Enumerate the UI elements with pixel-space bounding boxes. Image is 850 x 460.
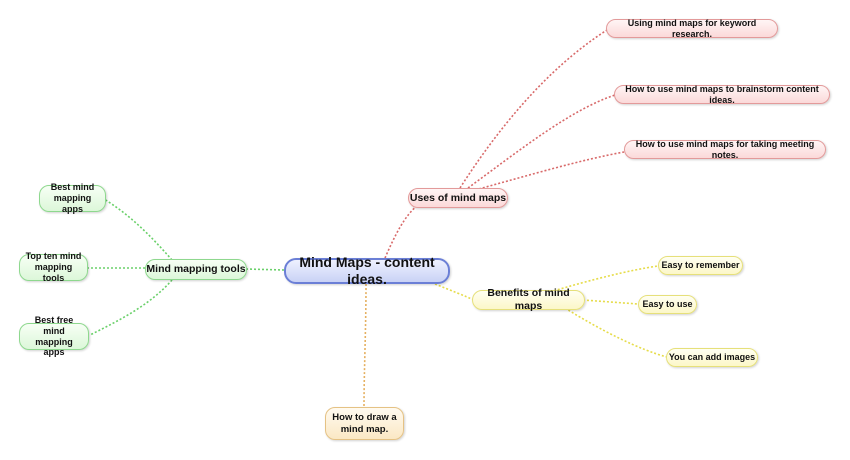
connector-uses-3 [474,151,625,191]
connector-tools [245,268,285,271]
subtopic-easy-to-remember[interactable]: Easy to remember [658,256,743,275]
connector-uses [384,204,419,259]
connector-benefits-3 [564,307,668,358]
connector-tools-1 [103,198,173,261]
connector-tools-3 [89,279,173,336]
subtopic-easy-to-use[interactable]: Easy to use [638,295,697,314]
subtopic-meeting-notes[interactable]: How to use mind maps for taking meeting … [624,139,826,160]
subtopic-top-ten-tools[interactable]: Top ten mind mapping tools [19,251,88,283]
subtopic-keyword-research[interactable]: Using mind maps for keyword research. [606,18,778,39]
connector-uses-1 [459,29,608,189]
central-topic[interactable]: Mind Maps - content ideas. [284,254,450,287]
connector-benefits-2 [582,299,639,305]
connector-draw [363,283,367,409]
connector-uses-2 [467,94,616,189]
subtopic-best-free-apps[interactable]: Best free mind mapping apps [19,315,89,357]
subtopic-brainstorm-content[interactable]: How to use mind maps to brainstorm conte… [614,84,830,105]
subtopic-best-mind-mapping-apps[interactable]: Best mind mapping apps [39,182,106,214]
subtopic-add-images[interactable]: You can add images [666,348,758,367]
topic-benefits-of-mind-maps[interactable]: Benefits of mind maps [472,287,585,312]
connector-benefits-1 [549,265,659,293]
topic-mind-mapping-tools[interactable]: Mind mapping tools [145,259,247,280]
topic-how-to-draw[interactable]: How to draw a mind map. [325,407,404,440]
topic-uses-of-mind-maps[interactable]: Uses of mind maps [408,188,508,208]
